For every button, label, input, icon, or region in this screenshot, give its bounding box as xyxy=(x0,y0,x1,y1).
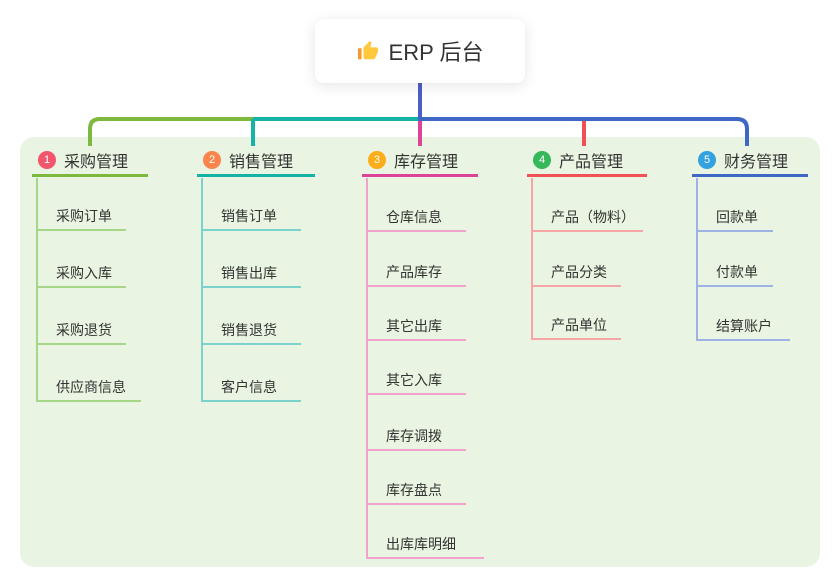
branch-spine-product xyxy=(531,178,533,340)
node-purchase-inbound[interactable]: 采购入库 xyxy=(36,260,126,288)
root-node[interactable]: ERP 后台 xyxy=(315,19,525,83)
node-warehouse-info[interactable]: 仓库信息 xyxy=(366,204,466,232)
node-stock-transfer[interactable]: 库存调拨 xyxy=(366,423,466,451)
node-sales-outbound[interactable]: 销售出库 xyxy=(201,260,301,288)
branch-label: 财务管理 xyxy=(724,153,789,171)
node-sales-return[interactable]: 销售退货 xyxy=(201,317,301,345)
root-title: ERP 后台 xyxy=(388,40,484,65)
branch-number-badge: 3 xyxy=(368,150,386,169)
node-product-stock[interactable]: 产品库存 xyxy=(366,259,466,287)
node-payment-order[interactable]: 付款单 xyxy=(696,259,773,287)
node-product-unit[interactable]: 产品单位 xyxy=(531,312,621,340)
branch-spine-sales xyxy=(201,178,203,402)
node-purchase-order[interactable]: 采购订单 xyxy=(36,203,126,231)
branch-spine-inventory xyxy=(366,178,368,559)
branch-header-purchase[interactable]: 1 采购管理 xyxy=(32,148,148,177)
node-receipt-order[interactable]: 回款单 xyxy=(696,204,773,232)
branch-header-inventory[interactable]: 3 库存管理 xyxy=(362,148,478,177)
node-customer-info[interactable]: 客户信息 xyxy=(201,374,301,402)
node-inout-detail[interactable]: 出库库明细 xyxy=(366,531,484,559)
branch-label: 产品管理 xyxy=(559,153,624,171)
node-other-outbound[interactable]: 其它出库 xyxy=(366,313,466,341)
branches-panel xyxy=(20,137,820,567)
node-settlement-account[interactable]: 结算账户 xyxy=(696,313,790,341)
branch-header-sales[interactable]: 2 销售管理 xyxy=(197,148,315,177)
branch-spine-purchase xyxy=(36,178,38,402)
node-product-material[interactable]: 产品（物料） xyxy=(531,204,643,232)
thumbs-up-icon xyxy=(357,40,378,60)
branch-label: 销售管理 xyxy=(229,153,294,171)
branch-number-badge: 1 xyxy=(38,150,56,169)
node-supplier-info[interactable]: 供应商信息 xyxy=(36,374,141,402)
node-stock-check[interactable]: 库存盘点 xyxy=(366,477,466,505)
branch-header-finance[interactable]: 5 财务管理 xyxy=(692,148,808,177)
branch-number-badge: 4 xyxy=(533,150,551,169)
node-other-inbound[interactable]: 其它入库 xyxy=(366,367,466,395)
branch-label: 库存管理 xyxy=(394,153,459,171)
branch-header-product[interactable]: 4 产品管理 xyxy=(527,148,647,177)
branch-number-badge: 2 xyxy=(203,150,221,169)
node-purchase-return[interactable]: 采购退货 xyxy=(36,317,126,345)
node-product-category[interactable]: 产品分类 xyxy=(531,259,621,287)
branch-spine-finance xyxy=(696,178,698,341)
node-sales-order[interactable]: 销售订单 xyxy=(201,203,301,231)
branch-number-badge: 5 xyxy=(698,150,716,169)
branch-label: 采购管理 xyxy=(64,153,129,171)
